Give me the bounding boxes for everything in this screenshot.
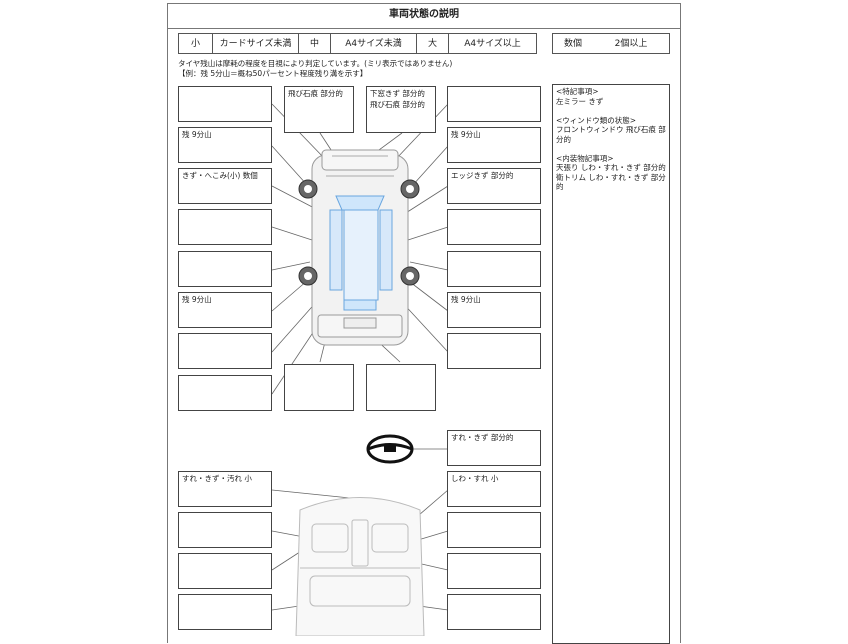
interior-top-view bbox=[295, 497, 425, 636]
interior-left-box-4 bbox=[178, 594, 272, 630]
count-legend: 数個 2個以上 bbox=[552, 33, 670, 54]
exterior-right-box-4 bbox=[447, 209, 541, 245]
exterior-right-box-2: 残 9分山 bbox=[447, 127, 541, 163]
exterior-left-box-8 bbox=[178, 375, 272, 411]
steering-note-box: すれ・きず 部分的 bbox=[447, 430, 541, 466]
size-legend: 小 カードサイズ未満 中 A4サイズ未満 大 A4サイズ以上 bbox=[178, 33, 537, 54]
exterior-right-box-5 bbox=[447, 251, 541, 287]
window-remarks-title: <ウィンドウ類の状態> bbox=[556, 115, 637, 125]
exterior-right-box-1 bbox=[447, 86, 541, 122]
interior-right-box-3 bbox=[447, 553, 541, 589]
interior-right-box-2 bbox=[447, 512, 541, 548]
exterior-left-box-5 bbox=[178, 251, 272, 287]
window-remarks-body: フロントウィンドウ 飛び石痕 部分的 bbox=[556, 125, 666, 144]
special-remarks-title: <特記事項> bbox=[556, 87, 599, 96]
exterior-right-box-6: 残 9分山 bbox=[447, 292, 541, 328]
exterior-left-box-1 bbox=[178, 86, 272, 122]
interior-remarks-line-2: 衛トリム しわ・すれ・きず 部分的 bbox=[556, 172, 666, 192]
exterior-right-box-3: エッジきず 部分的 bbox=[447, 168, 541, 204]
exterior-left-box-2: 残 9分山 bbox=[178, 127, 272, 163]
size-small-desc: カードサイズ未満 bbox=[213, 34, 299, 53]
size-large-label: 大 bbox=[417, 34, 449, 53]
tire-note: タイヤ残山は摩耗の程度を目視により判定しています。(ミリ表示ではありません) bbox=[178, 59, 453, 68]
exterior-bottom-box-2 bbox=[366, 364, 436, 411]
interior-left-box-3 bbox=[178, 553, 272, 589]
exterior-left-box-7 bbox=[178, 333, 272, 369]
special-remarks-body: 左ミラー きず bbox=[556, 96, 604, 106]
count-label: 数個 bbox=[563, 39, 582, 49]
car-top-view bbox=[311, 149, 409, 346]
size-small-label: 小 bbox=[179, 34, 213, 53]
size-medium-desc: A4サイズ未満 bbox=[331, 34, 417, 53]
interior-remarks-line-1: 天張り しわ・すれ・きず 部分的 bbox=[556, 163, 666, 172]
interior-right-box-4 bbox=[447, 594, 541, 630]
sheet-frame bbox=[167, 3, 681, 643]
interior-right-box-1: しわ・すれ 小 bbox=[447, 471, 541, 507]
steering-wheel-icon bbox=[366, 434, 414, 464]
interior-remarks-title: <内装物記事項> bbox=[556, 153, 614, 163]
tire-example-note: 【例：残 5分山＝概ね50パーセント程度残り溝を示す】 bbox=[178, 69, 368, 78]
exterior-top-box-1: 飛び石痕 部分的 bbox=[284, 86, 354, 133]
exterior-left-box-3: きず・へこみ(小) 数個 bbox=[178, 168, 272, 204]
remarks-panel: <特記事項> 左ミラー きず <ウィンドウ類の状態> フロントウィンドウ 飛び石… bbox=[552, 84, 670, 644]
exterior-left-box-6: 残 9分山 bbox=[178, 292, 272, 328]
exterior-top-box-2: 下窓きず 部分的 飛び石痕 部分的 bbox=[366, 86, 436, 133]
size-medium-label: 中 bbox=[299, 34, 331, 53]
count-desc: 2個以上 bbox=[614, 39, 648, 49]
interior-left-box-1: すれ・きず・汚れ 小 bbox=[178, 471, 272, 507]
exterior-bottom-box-1 bbox=[284, 364, 354, 411]
size-large-desc: A4サイズ以上 bbox=[464, 39, 521, 49]
interior-left-box-2 bbox=[178, 512, 272, 548]
sheet-title: 車両状態の説明 bbox=[167, 3, 681, 29]
exterior-right-box-7 bbox=[447, 333, 541, 369]
exterior-left-box-4 bbox=[178, 209, 272, 245]
tire-icons bbox=[298, 179, 420, 286]
